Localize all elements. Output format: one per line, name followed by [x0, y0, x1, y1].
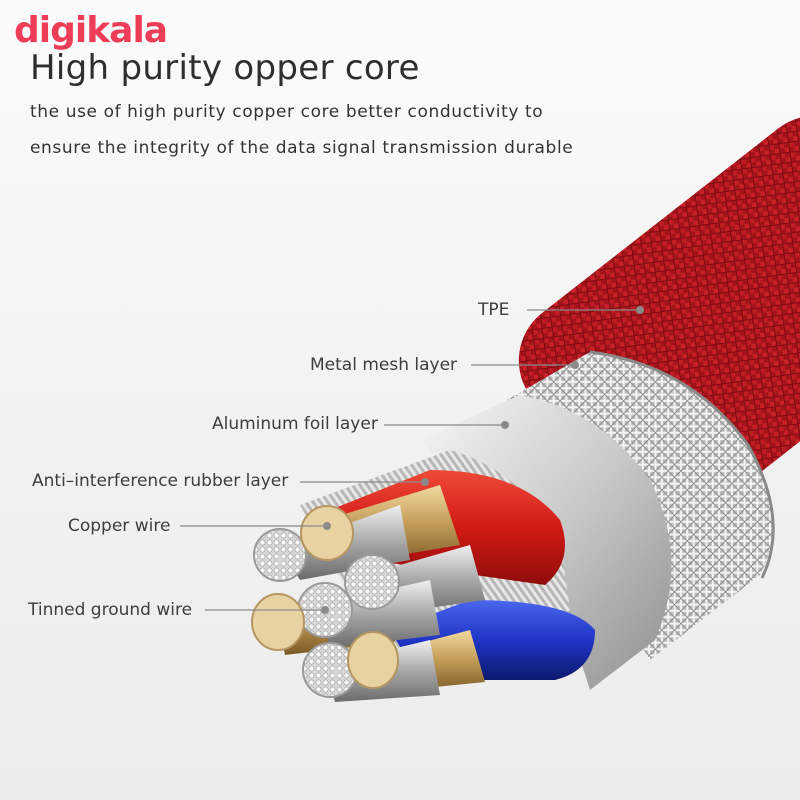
callout-lines [180, 306, 644, 614]
callout-tinned-ground: Tinned ground wire [28, 600, 193, 620]
description-line-2: ensure the integrity of the data signal … [30, 138, 574, 158]
callout-anti-interference: Anti–interference rubber layer [32, 471, 289, 491]
page-title: High purity opper core [30, 48, 420, 88]
copper-wire-ends [251, 505, 399, 689]
digikala-logo: digikala [14, 10, 168, 51]
callout-aluminum-foil: Aluminum foil layer [212, 414, 378, 434]
callout-tpe: TPE [478, 300, 510, 320]
description-line-1: the use of high purity copper core bette… [30, 102, 544, 122]
callout-copper-wire: Copper wire [68, 516, 171, 536]
callout-metal-mesh: Metal mesh layer [310, 355, 458, 375]
